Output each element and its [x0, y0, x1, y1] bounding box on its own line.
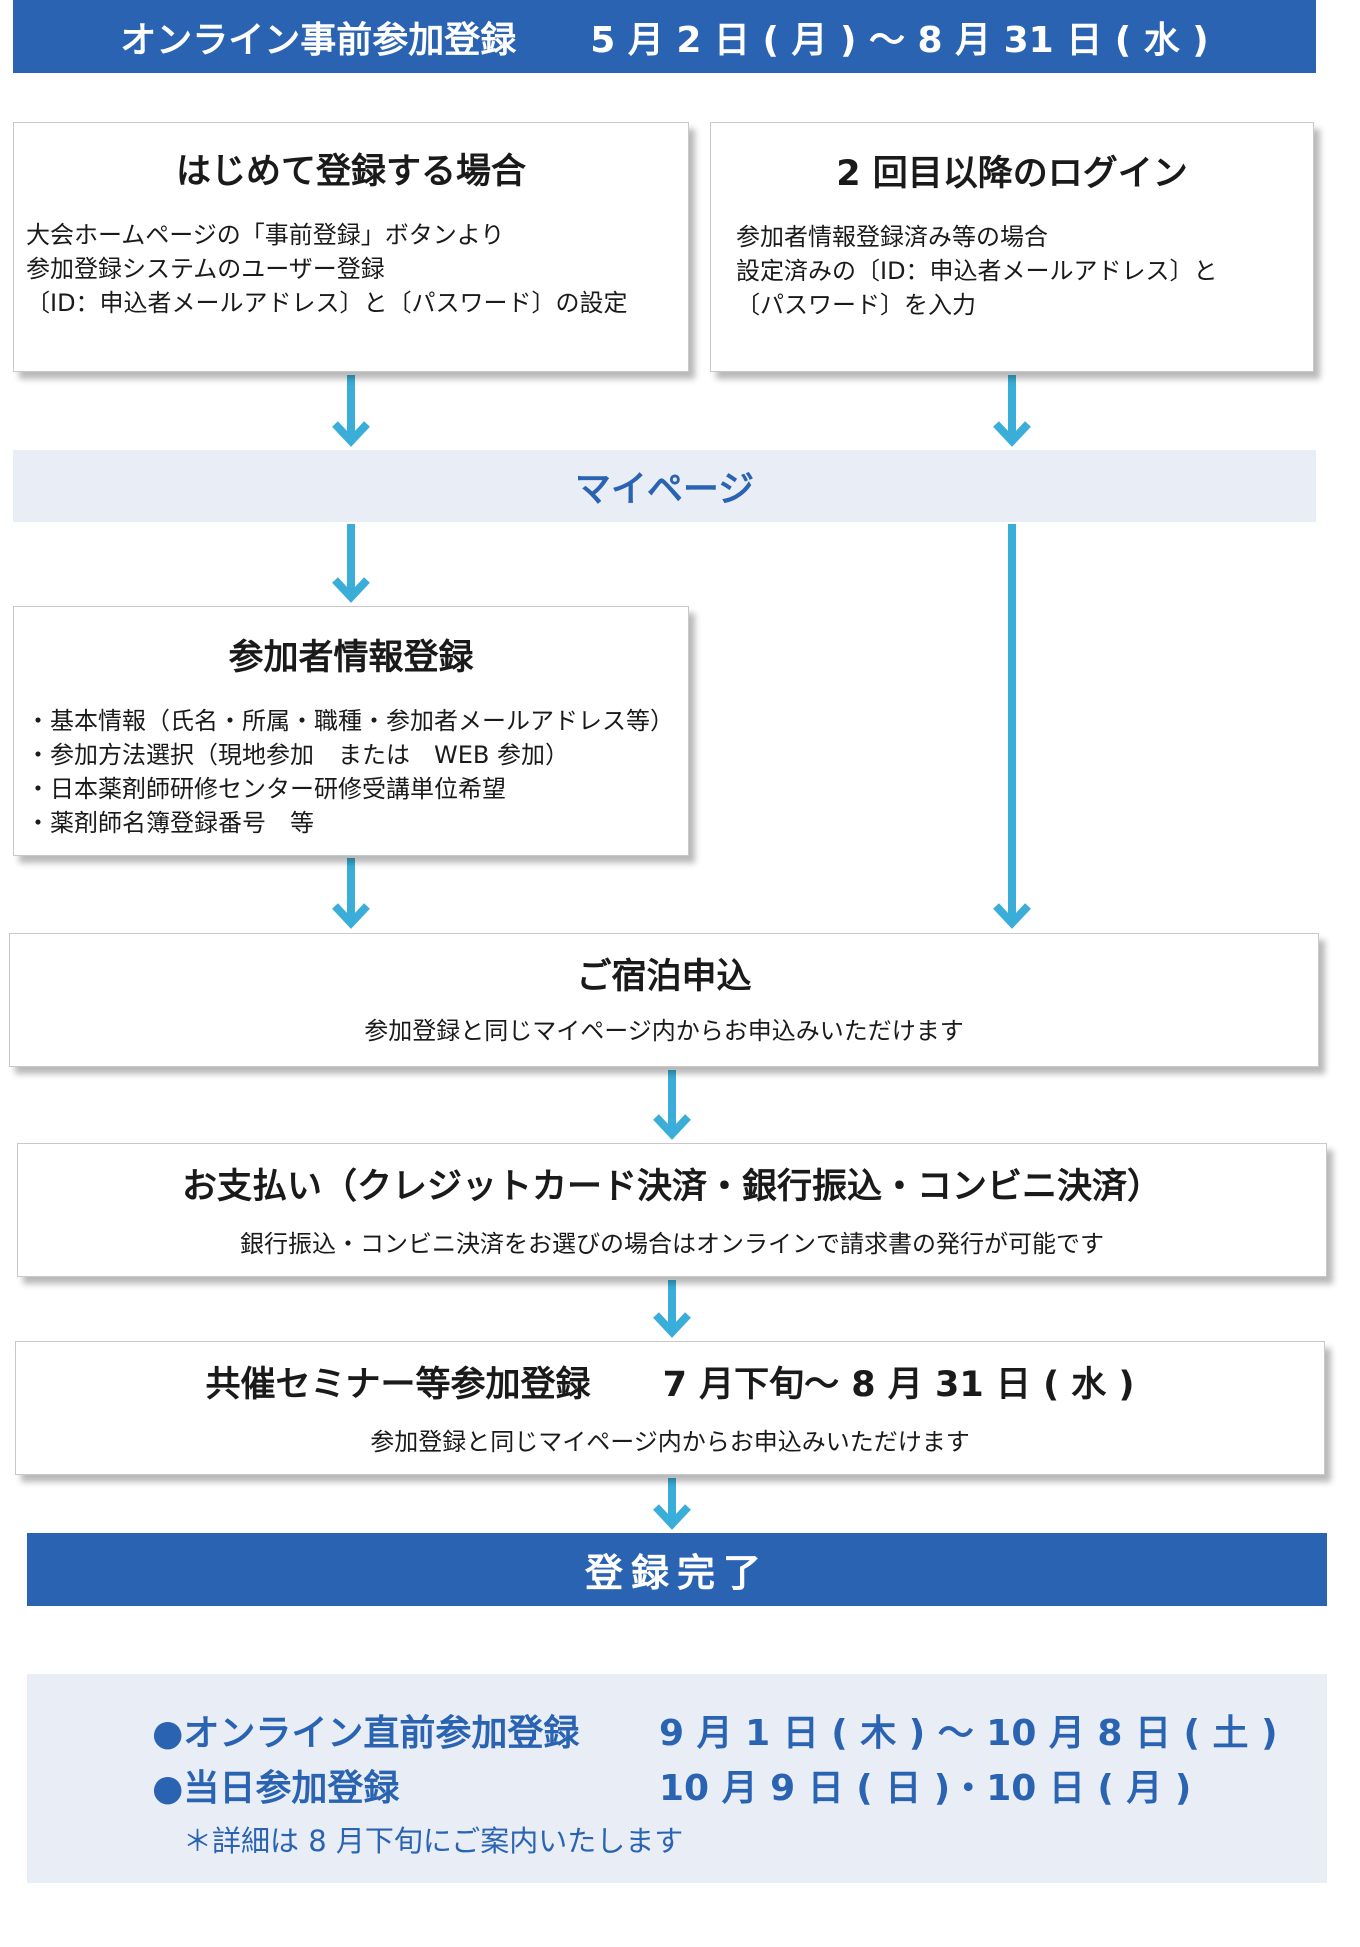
payment-card: お支払い（クレジットカード決済・銀行振込・コンビニ決済） 銀行振込・コンビニ決済… — [17, 1143, 1327, 1277]
online-late-label: ●オンライン直前参加登録 — [152, 1713, 580, 1754]
arrow-mypage-to-participant — [332, 524, 370, 603]
first-time-line: 大会ホームページの「事前登録」ボタンより — [26, 221, 505, 249]
arrow-first-to-mypage — [332, 375, 370, 447]
payment-title: お支払い（クレジットカード決済・銀行振込・コンビニ決済） — [181, 1167, 1162, 1207]
returning-login-line: 〔パスワード〕を入力 — [736, 291, 976, 319]
arrow-login-to-mypage — [993, 375, 1031, 447]
banner-period: 5 月 2 日 ( 月 ) ～ 8 月 31 日 ( 水 ) — [590, 19, 1209, 61]
arrow-lodging-to-payment — [653, 1070, 691, 1140]
arrow-mypage-to-lodging — [993, 524, 1031, 929]
lodging-title: ご宿泊申込 — [576, 957, 752, 997]
onsite-registration-row: ●当日参加登録 10 月 9 日 ( 日 )・10 日 ( 月 ) — [152, 1759, 1191, 1811]
payment-subtitle: 銀行振込・コンビニ決済をお選びの場合はオンラインで請求書の発行が可能です — [240, 1230, 1104, 1258]
seminar-heading: 共催セミナー等参加登録 7 月下旬～ 8 月 31 日 ( 水 ) — [16, 1356, 1324, 1407]
participant-info-item: ・日本薬剤師研修センター研修受講単位希望 — [26, 775, 506, 803]
onsite-period: 10 月 9 日 ( 日 )・10 日 ( 月 ) — [659, 1768, 1192, 1809]
participant-info-item: ・基本情報（氏名・所属・職種・参加者メールアドレス等） — [26, 707, 674, 735]
seminar-title: 共催セミナー等参加登録 — [205, 1365, 591, 1405]
registration-period-banner: オンライン事前参加登録 5 月 2 日 ( 月 ) ～ 8 月 31 日 ( 水… — [13, 0, 1316, 73]
lodging-subtitle: 参加登録と同じマイページ内からお申込みいただけます — [364, 1017, 964, 1045]
seminar-period: 7 月下旬～ 8 月 31 日 ( 水 ) — [662, 1365, 1135, 1405]
lodging-card: ご宿泊申込 参加登録と同じマイページ内からお申込みいただけます — [9, 933, 1319, 1067]
participant-info-item: ・薬剤師名簿登録番号 等 — [26, 809, 314, 837]
first-time-line: 参加登録システムのユーザー登録 — [26, 255, 385, 283]
arrow-seminar-to-complete — [653, 1478, 691, 1530]
online-late-registration-row: ●オンライン直前参加登録 9 月 1 日 ( 木 ) ～ 10 月 8 日 ( … — [152, 1704, 1278, 1756]
registration-complete-banner: 登録完了 — [27, 1533, 1327, 1606]
first-time-registration-card: はじめて登録する場合 大会ホームページの「事前登録」ボタンより 参加登録システム… — [13, 122, 689, 372]
complete-label: 登録完了 — [584, 1551, 769, 1595]
mypage-band: マイページ — [13, 450, 1316, 522]
first-time-line: 〔ID：申込者メールアドレス〕と〔パスワード〕の設定 — [26, 289, 628, 317]
returning-login-line: 参加者情報登録済み等の場合 — [736, 223, 1048, 251]
onsite-label: ●当日参加登録 — [152, 1768, 400, 1809]
participant-info-card: 参加者情報登録 ・基本情報（氏名・所属・職種・参加者メールアドレス等） ・参加方… — [13, 606, 689, 856]
later-registration-box: ●オンライン直前参加登録 9 月 1 日 ( 木 ) ～ 10 月 8 日 ( … — [27, 1674, 1327, 1883]
seminar-card: 共催セミナー等参加登録 7 月下旬～ 8 月 31 日 ( 水 ) 参加登録と同じ… — [15, 1341, 1325, 1475]
first-time-title: はじめて登録する場合 — [175, 152, 526, 192]
participant-info-list: ・基本情報（氏名・所属・職種・参加者メールアドレス等） ・参加方法選択（現地参加… — [26, 704, 674, 840]
later-registration-note: ＊詳細は 8 月下旬にご案内いたします — [183, 1824, 684, 1858]
returning-login-line: 設定済みの〔ID：申込者メールアドレス〕と — [736, 257, 1218, 285]
first-time-description: 大会ホームページの「事前登録」ボタンより 参加登録システムのユーザー登録 〔ID… — [26, 218, 628, 320]
banner-title: オンライン事前参加登録 — [120, 19, 517, 61]
returning-login-description: 参加者情報登録済み等の場合 設定済みの〔ID：申込者メールアドレス〕と 〔パスワ… — [736, 220, 1218, 322]
seminar-subtitle: 参加登録と同じマイページ内からお申込みいただけます — [370, 1428, 970, 1456]
mypage-label: マイページ — [574, 469, 755, 510]
arrow-payment-to-seminar — [653, 1280, 691, 1338]
participant-info-title: 参加者情報登録 — [228, 638, 474, 678]
returning-login-card: 2 回目以降のログイン 参加者情報登録済み等の場合 設定済みの〔ID：申込者メー… — [710, 122, 1314, 372]
arrow-participant-to-lodging — [332, 858, 370, 929]
online-late-period: 9 月 1 日 ( 木 ) ～ 10 月 8 日 ( 土 ) — [659, 1713, 1278, 1754]
returning-login-title: 2 回目以降のログイン — [836, 154, 1188, 194]
participant-info-item: ・参加方法選択（現地参加 または WEB 参加） — [26, 741, 569, 769]
